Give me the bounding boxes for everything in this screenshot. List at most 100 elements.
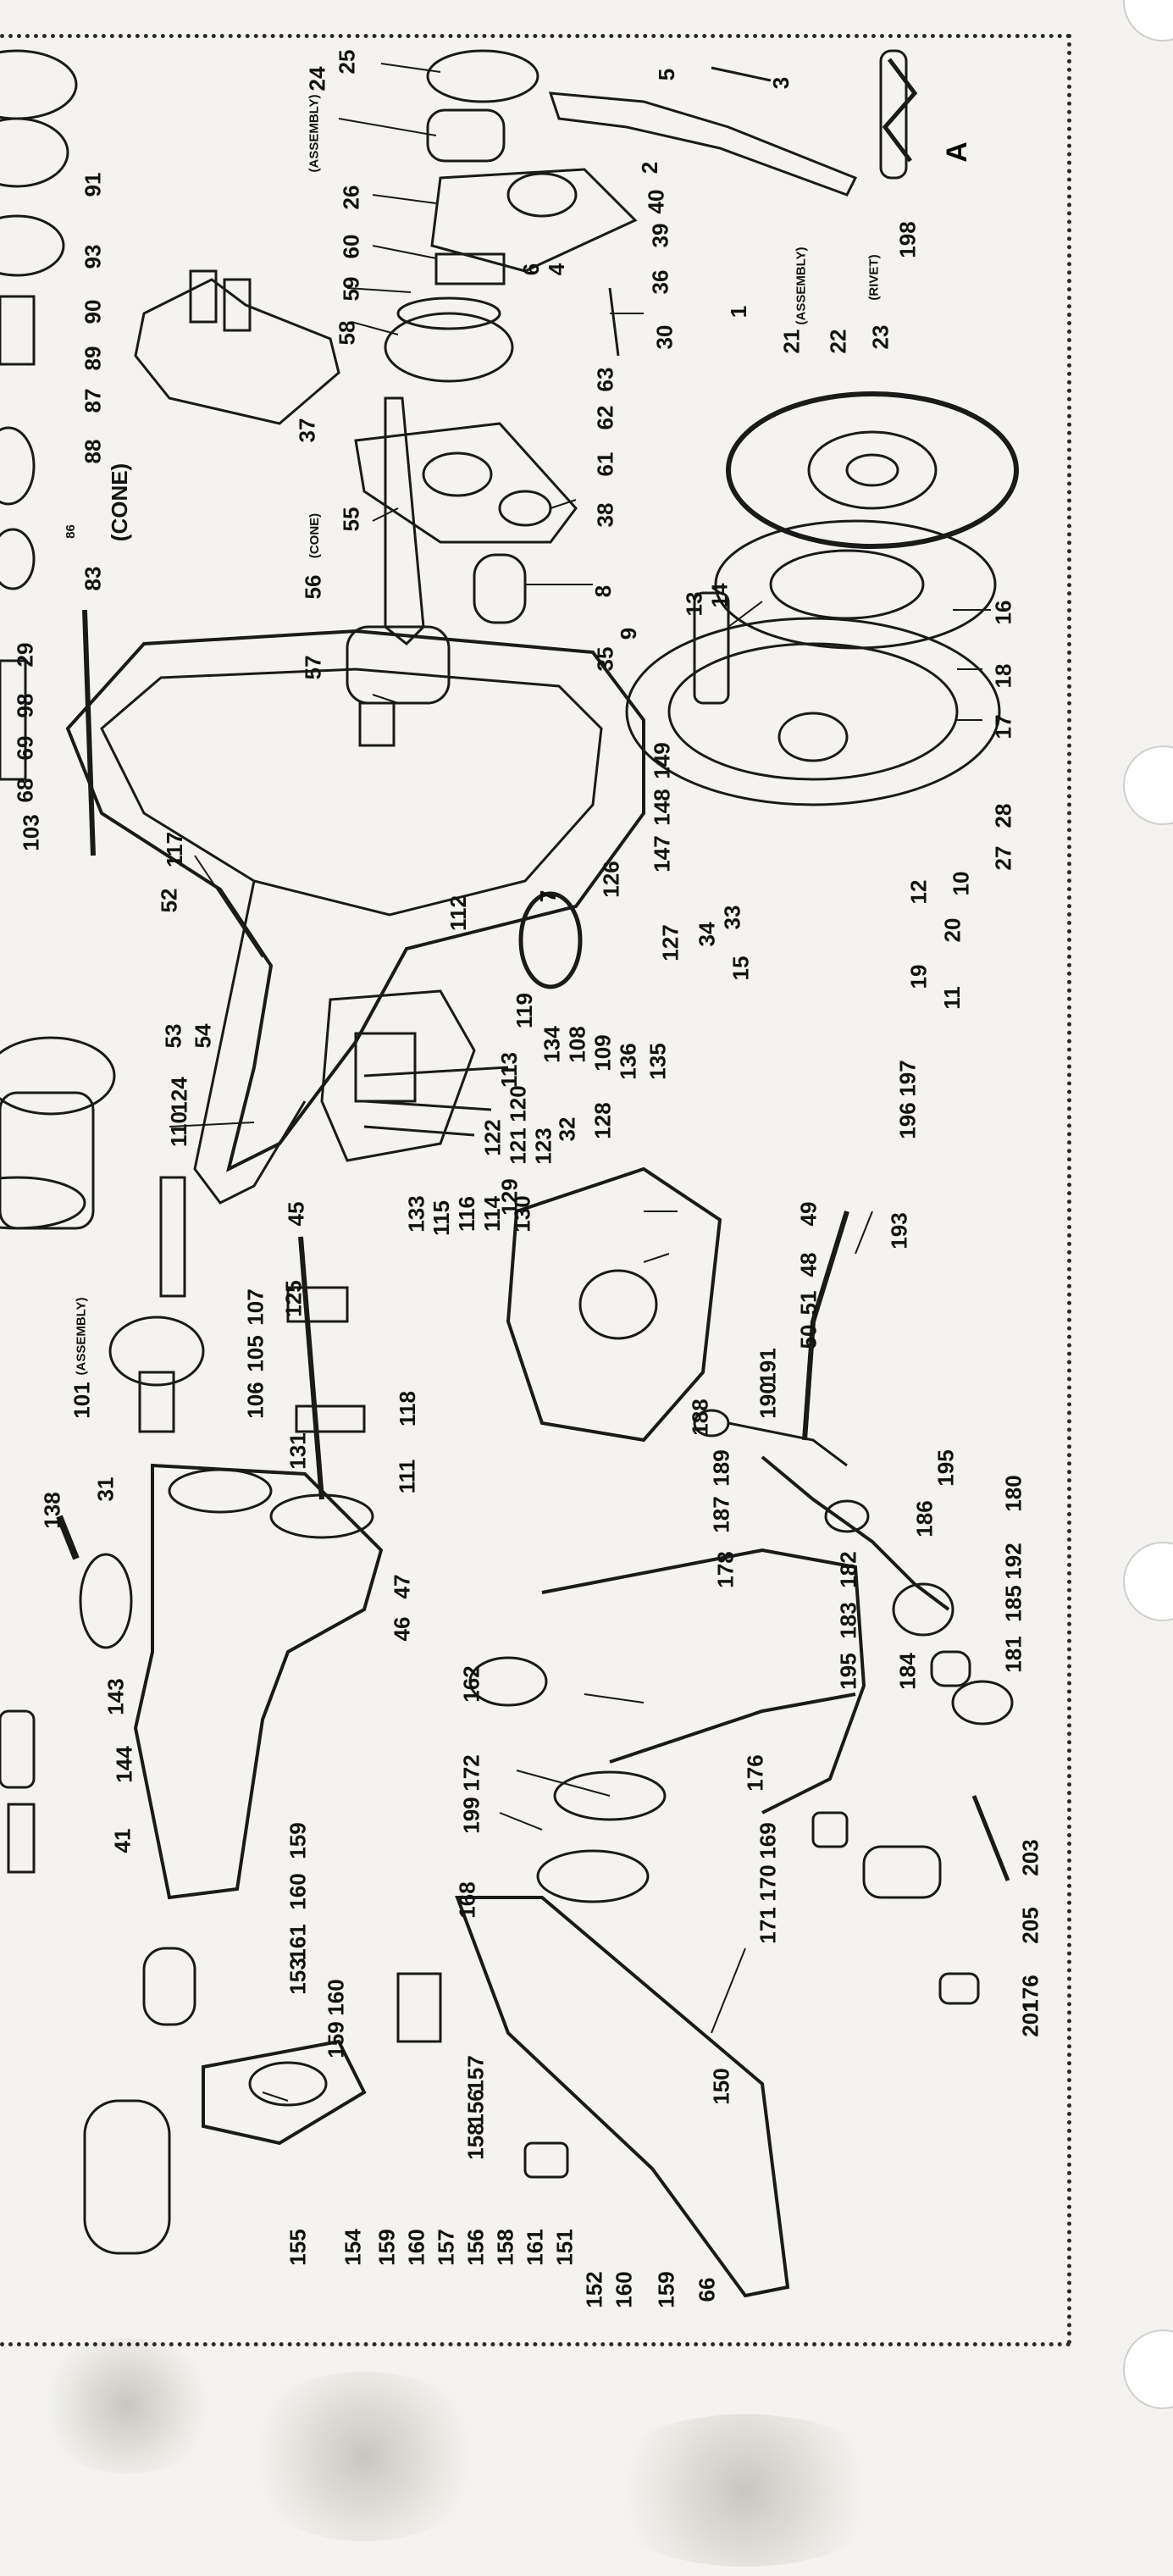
callout-label: 105 [242, 1335, 268, 1372]
selector-shaft [298, 1236, 324, 1500]
callout-label: 119 [511, 993, 537, 1028]
callout-label: 133 [403, 1195, 429, 1233]
callout-label: 135 [645, 1043, 671, 1080]
callout-label: 98 [12, 693, 38, 718]
callout-label: 37 [294, 418, 320, 443]
callout-label: 159 [323, 2021, 349, 2058]
casing-flange [100, 668, 603, 917]
callout-label: 160 [323, 1979, 349, 2016]
clutch-pedal-arm [541, 1548, 866, 1814]
gasket-hole [498, 490, 552, 527]
selector-fork [295, 1404, 366, 1433]
plate-frame [0, 34, 1071, 2346]
callout-label: 112 [445, 895, 471, 931]
gear-left [0, 528, 36, 590]
callout-label: 128 [589, 1102, 616, 1139]
callout-label: 8 [590, 584, 617, 598]
pedal-bush [811, 1811, 849, 1848]
rubber-mount [523, 2141, 569, 2179]
callout-label: 111 [394, 1459, 420, 1494]
callout-label: 32 [554, 1116, 580, 1142]
callout-label: 2 [637, 161, 663, 175]
callout-label: 118 [394, 1391, 420, 1426]
front-gasket [354, 422, 578, 544]
callout-label: 19 [905, 964, 932, 989]
gear-lever-link [728, 1421, 848, 1467]
callout-label: 157 [433, 2229, 459, 2266]
cover-plate [430, 168, 638, 273]
callout-label: 40 [643, 189, 669, 214]
bracket-plate [951, 1680, 1014, 1726]
callout-label: 63 [592, 367, 618, 392]
callout-label: 122 [479, 1119, 506, 1156]
callout-label: 148 [649, 789, 675, 826]
gear-lever-rod [802, 1210, 849, 1441]
cover-boss [777, 712, 849, 762]
selector-housing [320, 989, 476, 1162]
bracket-hole [248, 2061, 328, 2107]
callout-label: 51 [795, 1290, 822, 1316]
callout-label: 120 [505, 1085, 531, 1122]
callout-label: (ASSEMBLY) [74, 1297, 89, 1376]
callout-label: 171 [755, 1907, 781, 1944]
bracket-strap [396, 1972, 442, 2043]
callout-label: 14 [706, 583, 733, 608]
callout-label: 187 [708, 1496, 734, 1533]
callout-label: 27 [990, 845, 1016, 871]
callout-label: 116 [453, 1196, 479, 1232]
plate-letter: A [940, 141, 973, 163]
callout-label: 13 [681, 591, 707, 617]
pedal-rubber [536, 1849, 650, 1903]
gear-left [0, 1176, 86, 1230]
callout-label: 69 [12, 735, 38, 761]
pressure-plate [714, 519, 997, 650]
selector-rod [363, 1066, 509, 1077]
washer [396, 296, 501, 330]
callout-label: 53 [160, 1023, 186, 1049]
selector-rod [363, 1100, 492, 1111]
callout-label: 150 [708, 2068, 734, 2105]
callout-label: 9 [616, 627, 642, 640]
callout-label: 21 [778, 329, 805, 354]
brake-pedal-arm [609, 1692, 856, 1764]
callout-label: 169 [755, 1822, 781, 1859]
cover-boss [506, 172, 578, 218]
callout-label: 205 [1017, 1907, 1043, 1944]
pedal-bracket [455, 1896, 790, 2298]
callout-label: 144 [111, 1746, 137, 1783]
callout-label: 26 [338, 185, 364, 210]
callout-label: 159 [285, 1822, 311, 1859]
callout-label: 176 [742, 1754, 768, 1792]
callout-label: 50 [795, 1324, 822, 1349]
callout-label: 154 [340, 2229, 366, 2266]
callout-label: 62 [592, 405, 618, 430]
callout-label: 28 [990, 803, 1016, 828]
pedal-spring [971, 1795, 1010, 1881]
callout-label: 156 [462, 2229, 489, 2266]
reverse-gear [108, 1316, 205, 1387]
callout-label: 24 [304, 66, 330, 91]
cover-stud [223, 278, 252, 332]
callout-label: 45 [283, 1201, 309, 1227]
callout-label: 11 [938, 986, 965, 1010]
callout-label: 23 [867, 324, 894, 350]
linkage-joint [824, 1499, 870, 1533]
callout-label: 110 [165, 1111, 191, 1147]
drive-flange [79, 1553, 133, 1649]
callout-label: 188 [687, 1399, 713, 1436]
side-cover-badge [578, 1269, 658, 1340]
callout-label: 57 [300, 655, 326, 680]
callout-label: 86 [63, 524, 78, 539]
callout-label: 168 [454, 1881, 480, 1919]
callout-label: 176 [1017, 1975, 1043, 2012]
callout-label: 12 [905, 879, 932, 905]
brake-pedal-pad [553, 1770, 667, 1821]
spigot [358, 701, 396, 747]
callout-label: 123 [530, 1127, 556, 1165]
callout-label: 114 [479, 1196, 505, 1232]
oil-seal [473, 553, 527, 624]
stud [56, 1515, 80, 1560]
gear-lever-knob [693, 1409, 730, 1438]
callout-label: 161 [522, 2229, 548, 2266]
